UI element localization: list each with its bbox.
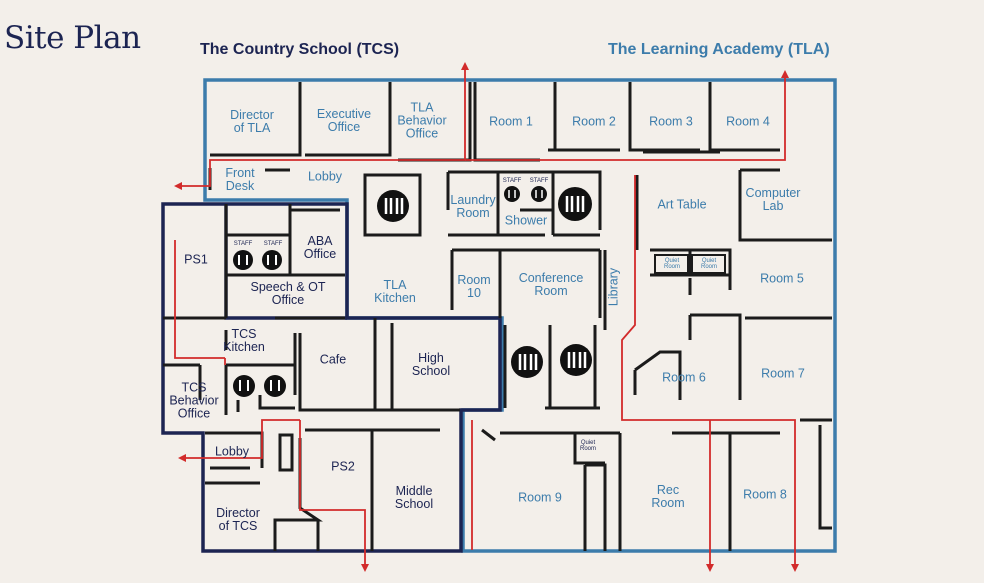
room-director-tcs: Director of TCS xyxy=(216,506,260,533)
room-computer-lab: Computer Lab xyxy=(745,186,801,213)
room-8: Room 8 xyxy=(743,487,787,502)
quiet-room-box xyxy=(691,254,726,274)
restroom-icon xyxy=(233,250,253,270)
room-rec: Rec Room xyxy=(651,483,685,510)
tcs-boundary xyxy=(161,202,502,553)
staff-label: STAFF xyxy=(529,178,549,184)
room-cafe: Cafe xyxy=(319,352,347,367)
restroom-icon xyxy=(558,187,592,221)
quiet-room-label: Quiet Room xyxy=(663,258,681,270)
room-2: Room 2 xyxy=(572,114,616,129)
room-7: Room 7 xyxy=(761,366,805,381)
room-speech-ot: Speech & OT Office xyxy=(250,280,326,307)
room-10: Room 10 xyxy=(457,273,491,300)
quiet-room-label: Quiet Room xyxy=(700,258,718,270)
page-title: Site Plan xyxy=(4,20,141,56)
room-tcs-kitchen: TCS Kitchen xyxy=(223,327,265,354)
restroom-icon xyxy=(531,186,547,202)
interior-walls xyxy=(163,82,832,551)
room-art-table: Art Table xyxy=(657,197,707,212)
room-aba-office: ABA Office xyxy=(303,234,337,261)
room-9: Room 9 xyxy=(518,490,562,505)
room-executive-office: Executive Office xyxy=(316,107,372,134)
tcs-school-label: The Country School (TCS) xyxy=(200,41,400,58)
restroom-icon xyxy=(262,250,282,270)
room-tla-behavior-office: TLA Behavior Office xyxy=(397,100,447,141)
room-tcs-behavior-office: TCS Behavior Office xyxy=(169,380,219,421)
room-lobby-bottom: Lobby xyxy=(214,444,250,459)
room-front-desk: Front Desk xyxy=(225,166,255,193)
room-library: Library xyxy=(606,267,621,307)
restroom-icons xyxy=(233,186,592,397)
room-middle-school: Middle School xyxy=(394,484,434,511)
quiet-room-label: Quiet Room xyxy=(579,440,597,452)
exit-route xyxy=(174,68,796,568)
tla-boundary xyxy=(203,78,837,553)
room-laundry: Laundry Room xyxy=(450,193,496,220)
room-ps1: PS1 xyxy=(184,252,208,267)
exit-arrow-icon xyxy=(174,62,799,572)
room-high-school: High School xyxy=(411,351,451,378)
staff-label: STAFF xyxy=(502,178,522,184)
tla-school-label: The Learning Academy (TLA) xyxy=(608,41,830,58)
restroom-icon xyxy=(377,190,409,222)
room-director-tla: Director of TLA xyxy=(230,108,274,135)
room-6: Room 6 xyxy=(662,370,706,385)
room-1: Room 1 xyxy=(489,114,533,129)
room-tla-kitchen: TLA Kitchen xyxy=(374,278,416,305)
room-shower: Shower xyxy=(504,213,548,228)
restroom-icon xyxy=(233,375,255,397)
restroom-icon xyxy=(504,186,520,202)
room-3: Room 3 xyxy=(649,114,693,129)
restroom-icon xyxy=(264,375,286,397)
restroom-icon xyxy=(560,344,592,376)
quiet-room-box xyxy=(654,254,689,274)
room-lobby-top: Lobby xyxy=(307,169,343,184)
room-4: Room 4 xyxy=(726,114,770,129)
restroom-icon xyxy=(511,346,543,378)
staff-label: STAFF xyxy=(233,241,253,247)
room-ps2: PS2 xyxy=(331,459,355,474)
room-5: Room 5 xyxy=(760,271,804,286)
staff-label: STAFF xyxy=(263,241,283,247)
room-conference: Conference Room xyxy=(518,271,584,298)
